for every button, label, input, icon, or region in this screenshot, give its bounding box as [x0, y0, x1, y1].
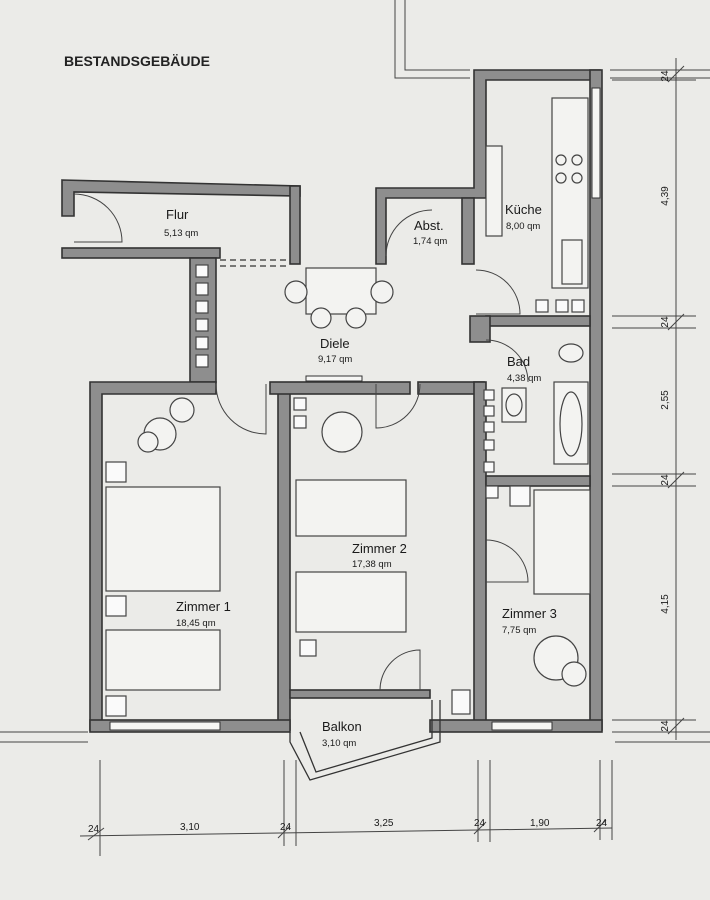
dimension-bottom: 24 3,10 24 3,25 24 1,90 24 — [79, 760, 613, 856]
room-name: Zimmer 1 — [176, 599, 231, 614]
room-name: Diele — [320, 336, 350, 351]
dim-label: 24 — [660, 474, 671, 486]
dim-label: 24 — [660, 720, 671, 732]
dim-label: 24 — [280, 822, 292, 833]
room-abst: Abst. 1,74 qm — [413, 218, 447, 247]
dim-label: 3,10 — [180, 822, 200, 833]
dim-label: 24 — [88, 824, 100, 835]
room-kueche: Küche 8,00 qm — [505, 202, 542, 232]
room-area: 17,38 qm — [352, 559, 392, 570]
dim-label: 4,15 — [660, 594, 671, 614]
plan-title: BESTANDSGEBÄUDE — [64, 53, 210, 69]
room-name: Flur — [166, 207, 189, 222]
room-area: 4,38 qm — [507, 373, 541, 384]
dim-label: 24 — [660, 70, 671, 82]
dim-label: 3,25 — [374, 818, 394, 829]
windows — [109, 87, 601, 731]
dim-label: 4,39 — [660, 186, 671, 206]
room-name: Zimmer 2 — [352, 541, 407, 556]
room-zimmer3: Zimmer 3 7,75 qm — [502, 606, 557, 636]
room-area: 9,17 qm — [318, 354, 352, 365]
room-area: 1,74 qm — [413, 236, 447, 247]
room-area: 5,13 qm — [164, 228, 198, 239]
room-bad: Bad 4,38 qm — [507, 354, 541, 384]
dim-label: 24 — [474, 818, 486, 829]
room-zimmer2: Zimmer 2 17,38 qm — [352, 541, 407, 570]
balkon-outline — [289, 700, 441, 781]
dim-label: 1,90 — [530, 818, 550, 829]
room-area: 3,10 qm — [322, 738, 356, 749]
dimension-right: 24 4,39 24 2,55 24 4,15 24 — [612, 58, 696, 740]
room-diele: Diele 9,17 qm — [318, 336, 352, 365]
room-name: Zimmer 3 — [502, 606, 557, 621]
room-zimmer1: Zimmer 1 18,45 qm — [176, 599, 231, 629]
wall-blocks — [105, 264, 585, 717]
room-balkon: Balkon 3,10 qm — [322, 719, 362, 749]
room-name: Abst. — [414, 218, 444, 233]
room-flur: Flur 5,13 qm — [164, 207, 198, 239]
furniture — [105, 97, 591, 691]
dim-label: 24 — [596, 818, 608, 829]
room-area: 8,00 qm — [506, 221, 540, 232]
doors — [73, 193, 529, 691]
room-area: 18,45 qm — [176, 618, 216, 629]
room-area: 7,75 qm — [502, 625, 536, 636]
dim-label: 2,55 — [660, 390, 671, 410]
room-name: Bad — [507, 354, 530, 369]
dim-label: 24 — [660, 316, 671, 328]
room-name: Küche — [505, 202, 542, 217]
room-name: Balkon — [322, 719, 362, 734]
